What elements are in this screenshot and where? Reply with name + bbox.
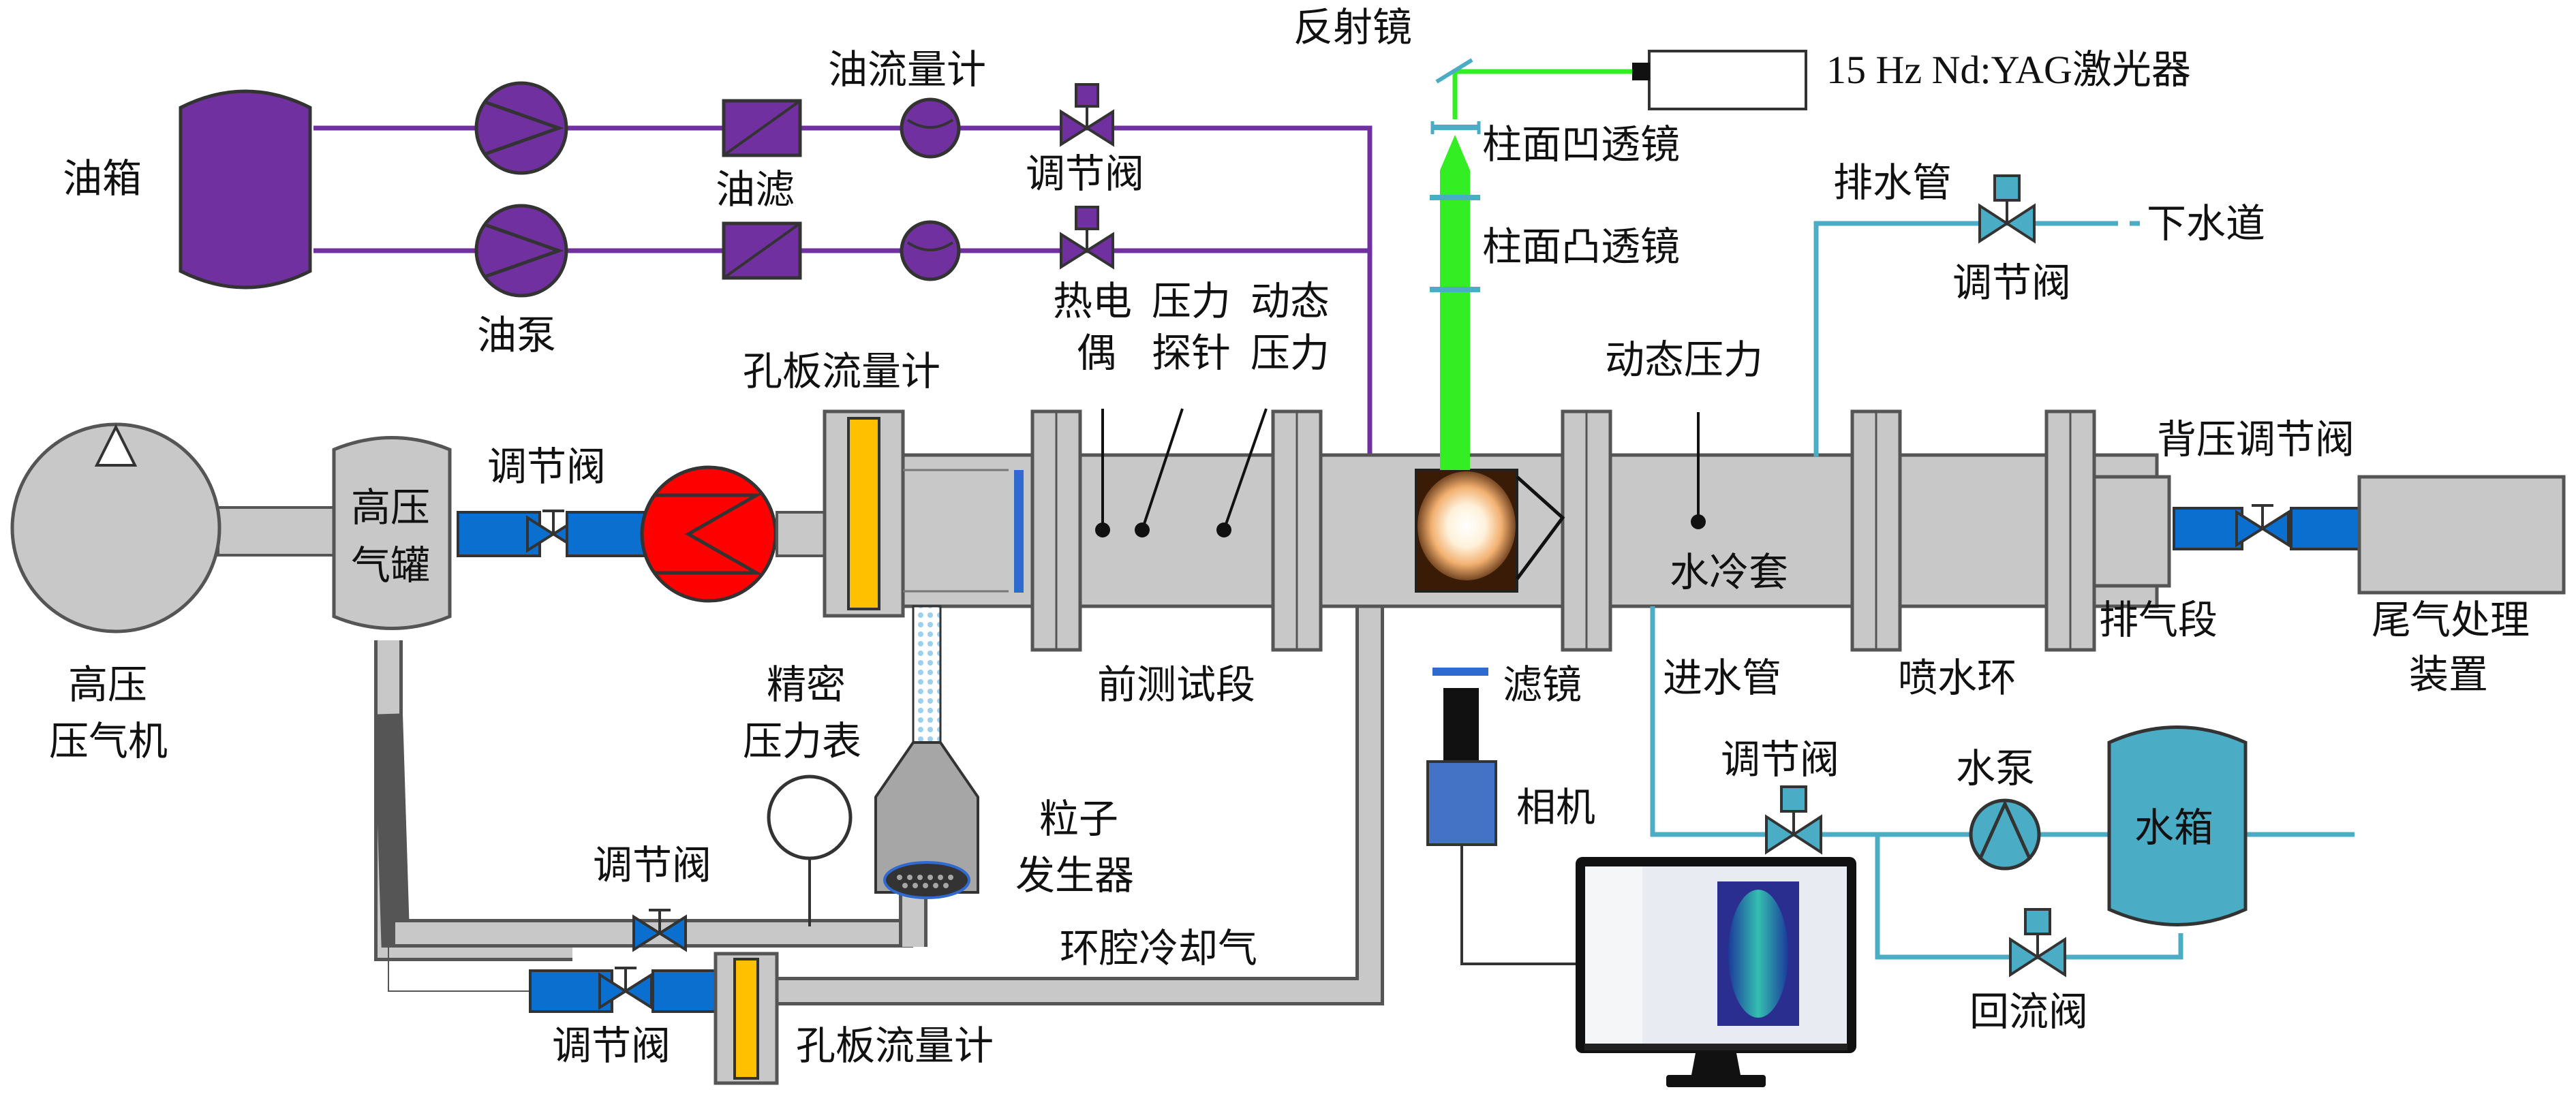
inlet-valve-icon [1765,785,1822,854]
back-pressure-valve-label: 背压调节阀 [2157,416,2355,463]
air-valve-label: 调节阀 [487,443,606,490]
camera-label: 相机 [1516,784,1595,830]
orifice-flowmeter-top [823,409,905,618]
water-tank-label: 水箱 [2134,804,2213,851]
oil-filter-icon [722,221,802,280]
precision-gauge-label-2: 压力表 [743,718,861,764]
spray-ring-label: 喷水环 [1898,655,2017,701]
camera-icon [1426,760,1497,846]
tank-label-2: 气罐 [351,542,430,589]
mirror-label: 反射镜 [1293,4,1412,50]
water-tank-icon [2107,725,2248,926]
tank-label-1: 高压 [351,484,430,531]
water-jacket-label: 水冷套 [1670,549,1788,595]
exhaust-treatment-label-2: 装置 [2409,651,2488,698]
test-section [901,453,2159,608]
high-pressure-tank-icon [332,436,452,630]
compressor-icon [10,422,221,634]
exhaust-section [2092,475,2566,595]
mirror-icon [1435,58,1473,84]
monitor-icon [1576,857,1856,1087]
thermocouple-label-2: 偶 [1077,330,1116,376]
drain-valve-icon [1978,174,2036,243]
annular-cooling-label: 环腔冷却气 [1060,925,1257,971]
particle-generator-label-2: 发生器 [1015,852,1134,898]
inlet-pipe-label: 进水管 [1663,655,1781,701]
dynamic-pressure-label-1: 动态 [1251,278,1330,324]
laser-system [1430,50,1807,470]
oil-flowmeter-label: 油流量计 [828,46,986,93]
imaging-system [1426,668,1856,1087]
water-pump-label: 水泵 [1956,745,2035,792]
oil-pump-icon [474,204,568,298]
oil-flowmeter-icon [900,97,961,159]
oil-valve-icon [1060,206,1114,268]
orifice-flowmeter-top-label: 孔板流量计 [743,348,940,394]
sewer-label: 下水道 [2147,200,2265,247]
exhaust-treatment-label-1: 尾气处理 [2372,597,2530,643]
dynamic-pressure-right-label: 动态压力 [1605,337,1763,383]
oil-valve-icon [1060,83,1114,146]
particle-generator [874,605,979,899]
drain-valve-label: 调节阀 [1952,260,2071,306]
bypass-valve-label: 调节阀 [593,842,711,888]
pressure-probe-label-1: 压力 [1152,278,1231,324]
particle-generator-label-1: 粒子 [1039,796,1118,842]
oil-pump-label: 油泵 [477,312,556,358]
text-labels: 油箱 油泵 油滤 油流量计 调节阀 反射镜 15 Hz Nd:YAG激光器 柱面… [49,4,2530,1069]
filter-label: 滤镜 [1503,661,1582,708]
oil-flowmeter-icon [900,220,961,281]
oil-tank-icon [179,89,312,290]
thermocouple-label-1: 热电 [1053,278,1132,324]
oil-valve-label: 调节阀 [1026,151,1144,197]
return-valve-icon [2009,908,2066,976]
compressor-label-2: 压气机 [49,718,168,764]
water-system [1650,174,2355,976]
oil-supply-system [179,81,1424,540]
concave-lens-icon [1430,121,1481,134]
oil-filter-icon [722,99,802,157]
water-pump-icon [1969,798,2041,871]
laser-label: 15 Hz Nd:YAG激光器 [1826,48,2191,92]
cooling-valve-group [529,952,779,1085]
drain-pipe-label: 排水管 [1833,159,1952,206]
heater-icon [640,465,778,603]
oil-pump-icon [474,81,568,175]
main-air-line [10,422,826,634]
orifice-flowmeter-bottom-label: 孔板流量计 [796,1022,994,1069]
precision-pressure-gauge-icon [767,775,853,860]
convex-lens-label: 柱面凸透镜 [1482,223,1680,270]
oil-tank-label: 油箱 [63,155,142,202]
front-test-section-label: 前测试段 [1097,661,1255,708]
pressure-probe-label-2: 探针 [1152,330,1231,376]
return-valve-label: 回流阀 [1969,988,2088,1035]
compressor-label-1: 高压 [68,661,147,708]
combustion-window [1415,469,1565,593]
back-pressure-valve-icon [2235,504,2290,546]
measurement-probes [1095,408,1706,537]
inlet-valve-label: 调节阀 [1721,736,1839,783]
exhaust-section-label: 排气段 [2099,597,2218,643]
cooling-valve-label: 调节阀 [552,1022,671,1069]
precision-gauge-label-1: 精密 [767,661,846,708]
concave-lens-label: 柱面凹透镜 [1482,121,1680,168]
flanges [1030,409,2096,652]
oil-filter-label: 油滤 [716,166,795,213]
dynamic-pressure-label-2: 压力 [1251,330,1330,376]
